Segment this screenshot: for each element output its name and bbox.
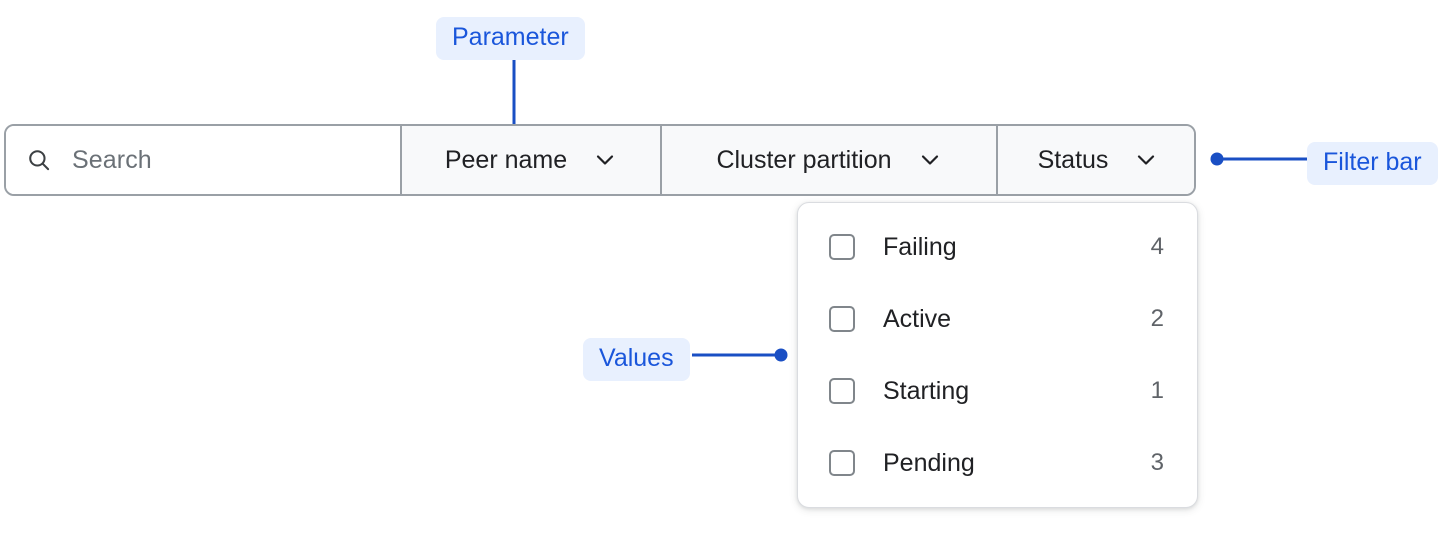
connector-dot-filter-bar: [1210, 152, 1224, 166]
dropdown-cluster-partition-label: Cluster partition: [716, 145, 892, 174]
search-input[interactable]: Search: [6, 126, 402, 194]
chevron-down-icon: [1138, 155, 1155, 165]
option-row-pending[interactable]: Pending 3: [829, 441, 1164, 485]
filter-bar: Search Peer name Cluster partition Statu…: [4, 124, 1196, 196]
option-label-failing: Failing: [883, 232, 957, 261]
option-count-failing: 4: [1150, 233, 1164, 260]
checkbox-starting[interactable]: [829, 378, 855, 404]
search-placeholder-text: Search: [72, 145, 152, 174]
option-count-starting: 1: [1150, 377, 1164, 404]
status-dropdown-panel: Failing 4 Active 2 Starting 1 Pending 3: [797, 202, 1198, 508]
dropdown-peer-name-label: Peer name: [444, 145, 568, 174]
annotation-label-values: Values: [583, 338, 690, 381]
option-label-starting: Starting: [883, 376, 970, 405]
connector-dot-values: [774, 348, 788, 362]
option-row-failing[interactable]: Failing 4: [829, 225, 1164, 269]
search-icon: [29, 150, 50, 171]
annotation-label-parameter: Parameter: [436, 17, 585, 60]
option-row-starting[interactable]: Starting 1: [829, 369, 1164, 413]
dropdown-status-label: Status: [1037, 145, 1109, 174]
option-count-pending: 3: [1150, 449, 1164, 476]
option-count-active: 2: [1150, 305, 1164, 332]
chevron-down-icon: [597, 155, 614, 165]
dropdown-peer-name[interactable]: Peer name: [402, 126, 662, 194]
checkbox-active[interactable]: [829, 306, 855, 332]
dropdown-cluster-partition[interactable]: Cluster partition: [662, 126, 998, 194]
dropdown-status[interactable]: Status: [998, 126, 1194, 194]
option-row-active[interactable]: Active 2: [829, 297, 1164, 341]
option-label-pending: Pending: [883, 448, 975, 477]
checkbox-pending[interactable]: [829, 450, 855, 476]
chevron-down-icon: [921, 155, 938, 165]
option-label-active: Active: [883, 304, 952, 333]
annotation-label-filter-bar: Filter bar: [1307, 142, 1438, 185]
checkbox-failing[interactable]: [829, 234, 855, 260]
